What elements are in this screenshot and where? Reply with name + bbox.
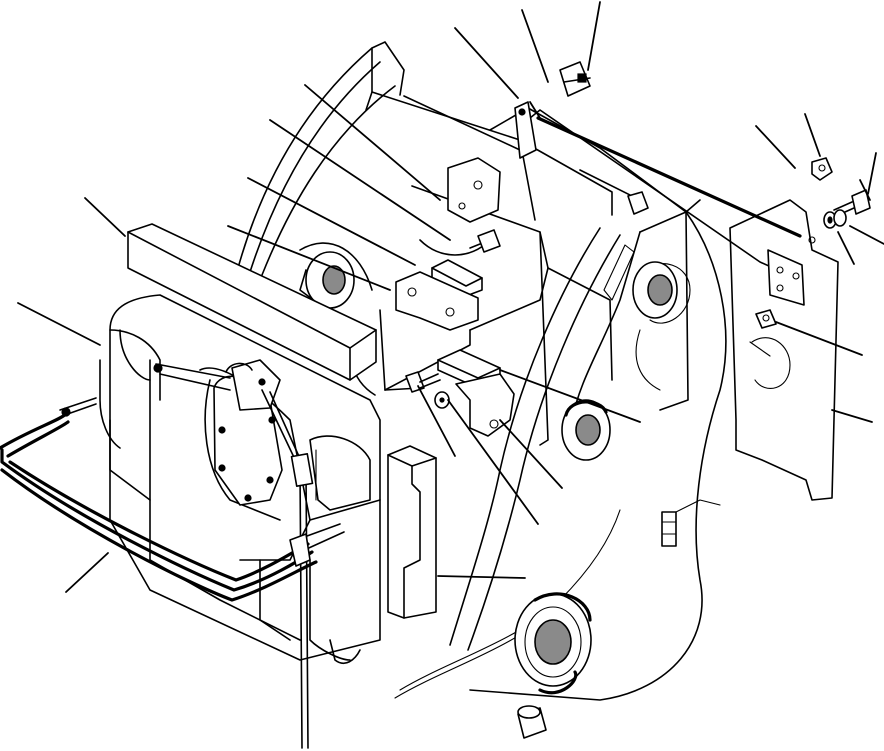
leader-line (447, 399, 539, 525)
leader-line (227, 225, 391, 291)
pad-bracket-upper (395, 271, 479, 331)
side-cover-plate (489, 107, 839, 501)
arm-pulley-lower (514, 592, 592, 695)
blower-motor (225, 359, 281, 411)
leader-line (84, 197, 126, 237)
leader-line (65, 552, 109, 593)
leader-line (804, 113, 821, 157)
leader-line (859, 179, 871, 201)
leader-line (755, 125, 796, 169)
arm-bracket-left (514, 101, 649, 215)
leader-line (521, 9, 549, 83)
upper-bracket (447, 157, 501, 223)
leader-line (837, 231, 855, 265)
spacer-bushing (517, 705, 547, 739)
foam-block-upper (127, 223, 377, 381)
leader-line (529, 101, 541, 119)
leader-line (437, 575, 526, 579)
leader-line (775, 321, 863, 356)
bolt-upper-bracket (469, 229, 501, 253)
leader-line (269, 119, 451, 241)
leader-line (499, 419, 563, 489)
washers-right (823, 209, 847, 229)
bolt-top (559, 61, 591, 97)
callout-leaders (17, 1, 884, 593)
arm-pulley-middle (561, 399, 611, 461)
foam-block-lower (387, 445, 437, 619)
leader-line (499, 369, 641, 423)
loader-arm-frame (237, 41, 613, 446)
leader-line (417, 385, 456, 457)
leader-line (867, 152, 877, 195)
mounting-strap (0, 397, 345, 602)
control-linkage (153, 363, 314, 749)
loader-arm-right (394, 211, 727, 701)
leader-line (454, 27, 519, 99)
leader-line (831, 409, 873, 423)
bolt-pad-left (405, 371, 441, 393)
right-bracket (767, 249, 805, 306)
frame-pulley-upper (299, 251, 355, 309)
leader-line (304, 84, 441, 201)
heater-unit (99, 294, 381, 665)
leader-line (17, 302, 101, 346)
nut-right-lower (755, 309, 777, 329)
bolt-right (833, 189, 871, 217)
leader-line (849, 225, 884, 245)
nut-right-upper (811, 157, 833, 181)
leader-line (587, 1, 601, 71)
washer-pad-left (434, 391, 450, 409)
leader-line (247, 177, 416, 266)
